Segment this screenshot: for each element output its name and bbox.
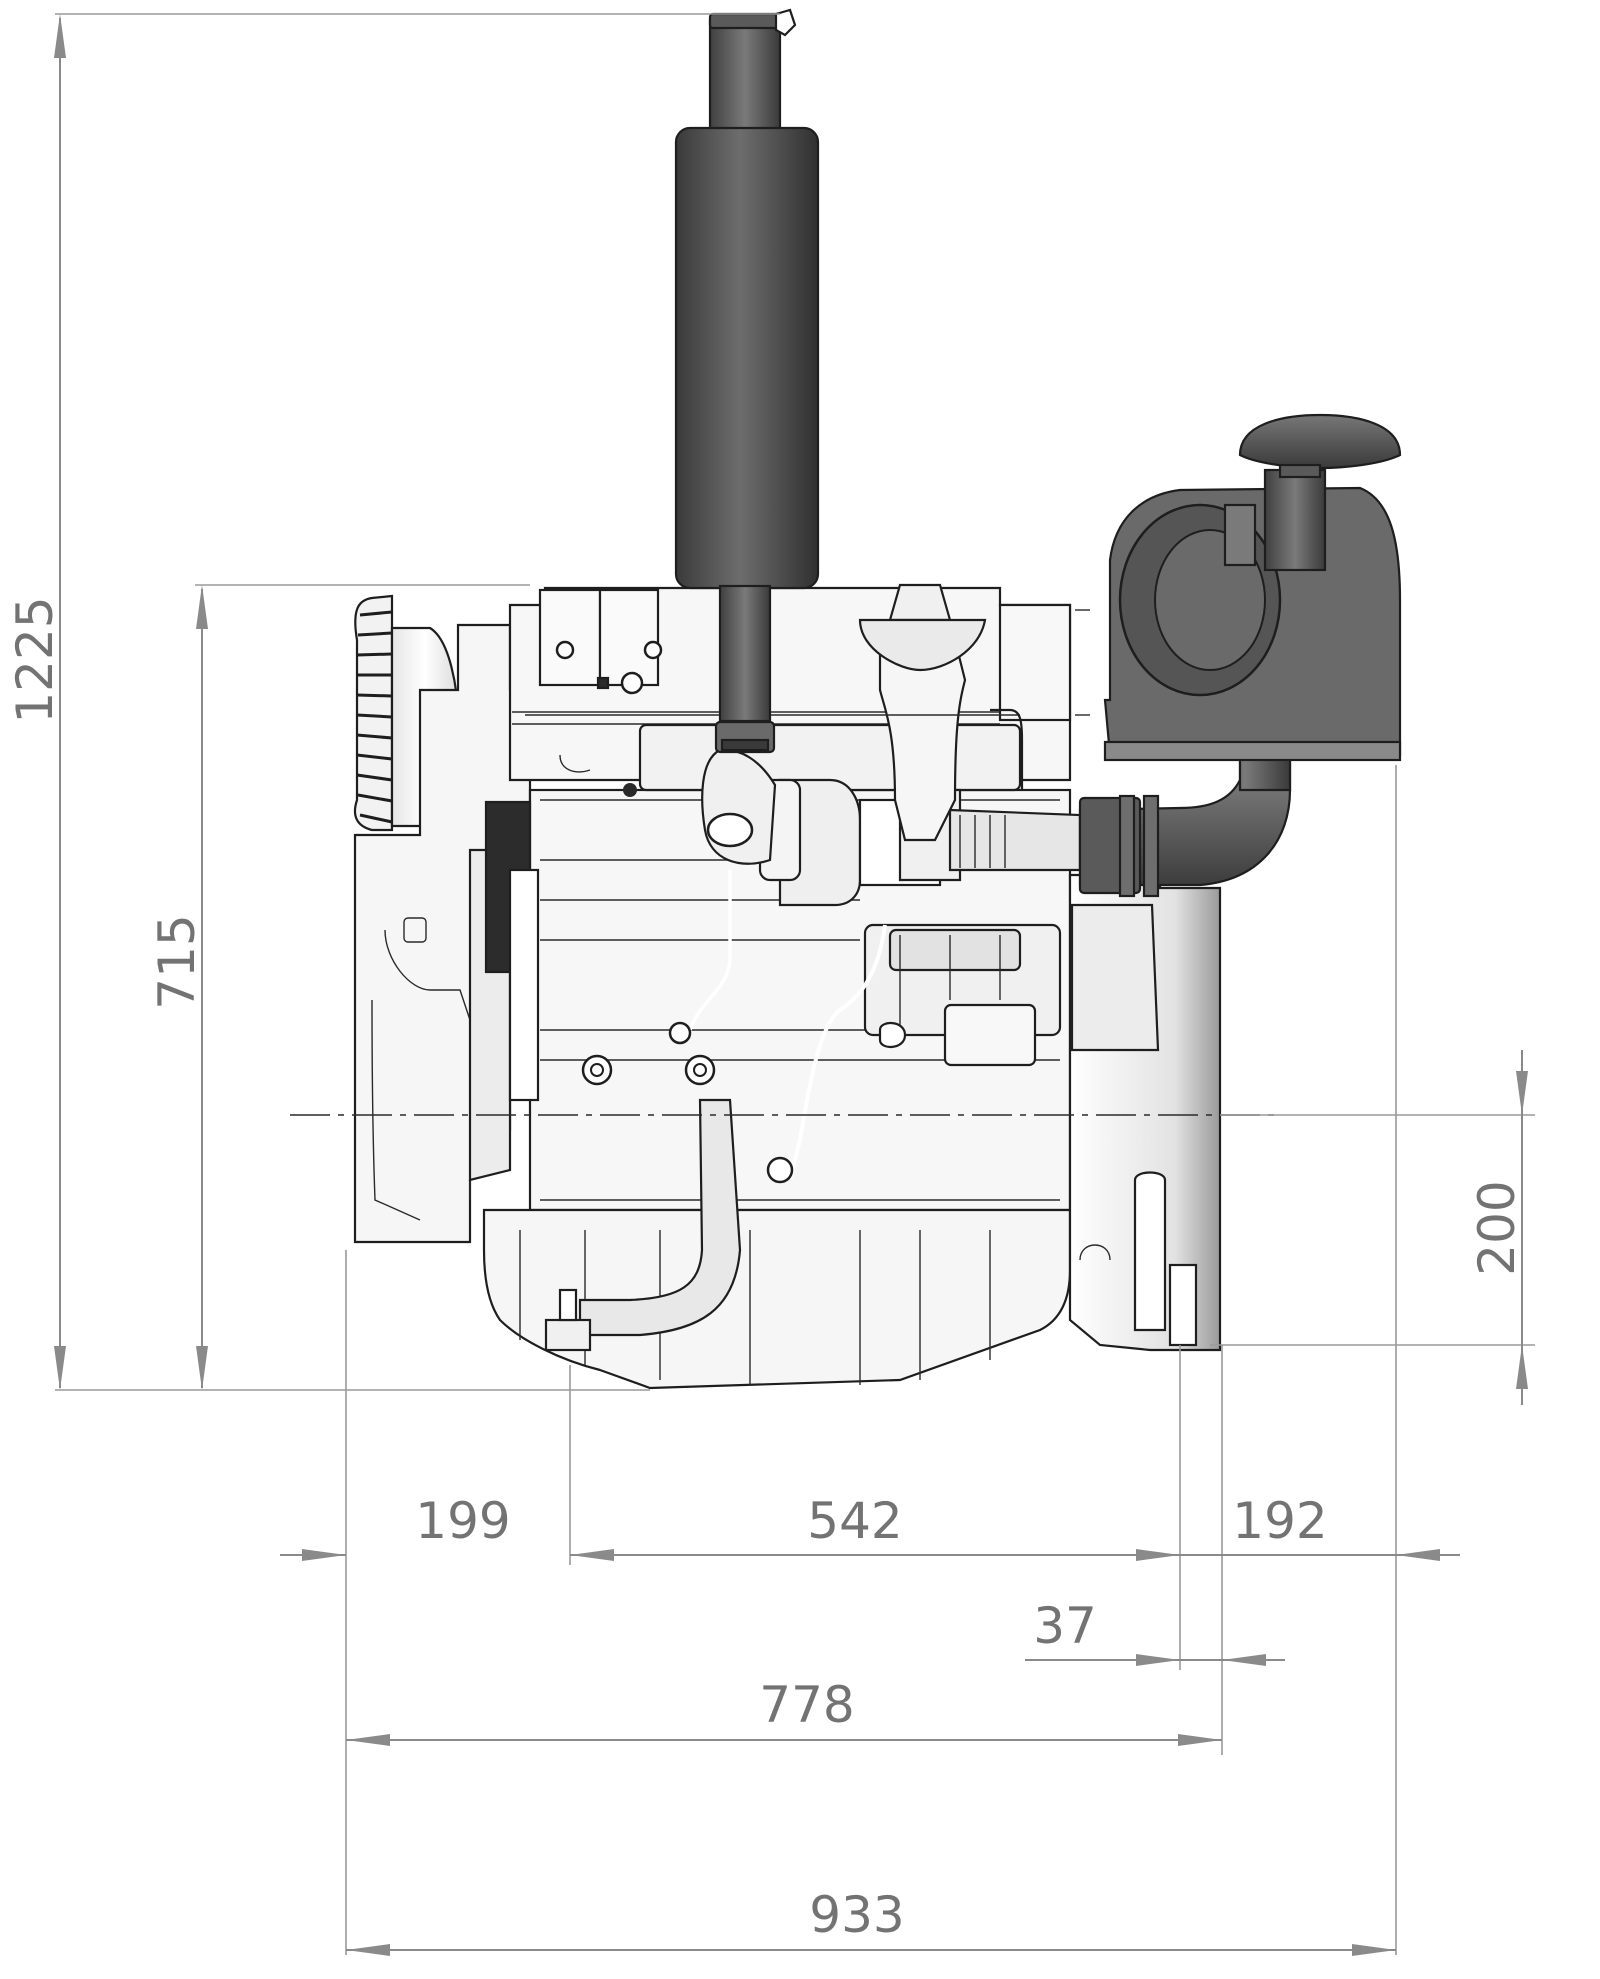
starter-motor <box>863 923 1062 1067</box>
dim-overall-height: 1225 <box>6 14 66 1390</box>
dim-bell-offset: 37 <box>1025 1597 1285 1666</box>
air-filter <box>1103 413 1402 762</box>
dim-label-715: 715 <box>148 914 206 1009</box>
engine-assembly <box>290 8 1402 1390</box>
dim-label-778: 778 <box>759 1676 854 1734</box>
dim-label-542: 542 <box>807 1492 902 1550</box>
dim-label-1225: 1225 <box>6 596 64 723</box>
dim-label-200: 200 <box>1468 1180 1526 1275</box>
dim-label-37: 37 <box>1033 1597 1097 1655</box>
dimension-annotations: 1225 715 200 199 542 192 <box>6 13 1535 1956</box>
dim-overall-length: 933 <box>346 1886 1396 1956</box>
muffler <box>674 8 820 754</box>
dim-label-933: 933 <box>809 1886 904 1944</box>
dim-label-192: 192 <box>1232 1492 1327 1550</box>
dim-label-199: 199 <box>415 1492 510 1550</box>
dim-block-length: 778 <box>346 1676 1222 1746</box>
dim-crank-height: 715 <box>148 585 208 1390</box>
dim-row-mounts: 199 542 192 <box>280 1492 1460 1561</box>
oil-sump <box>482 1208 1072 1390</box>
dim-foot-height: 200 <box>1468 1050 1528 1405</box>
